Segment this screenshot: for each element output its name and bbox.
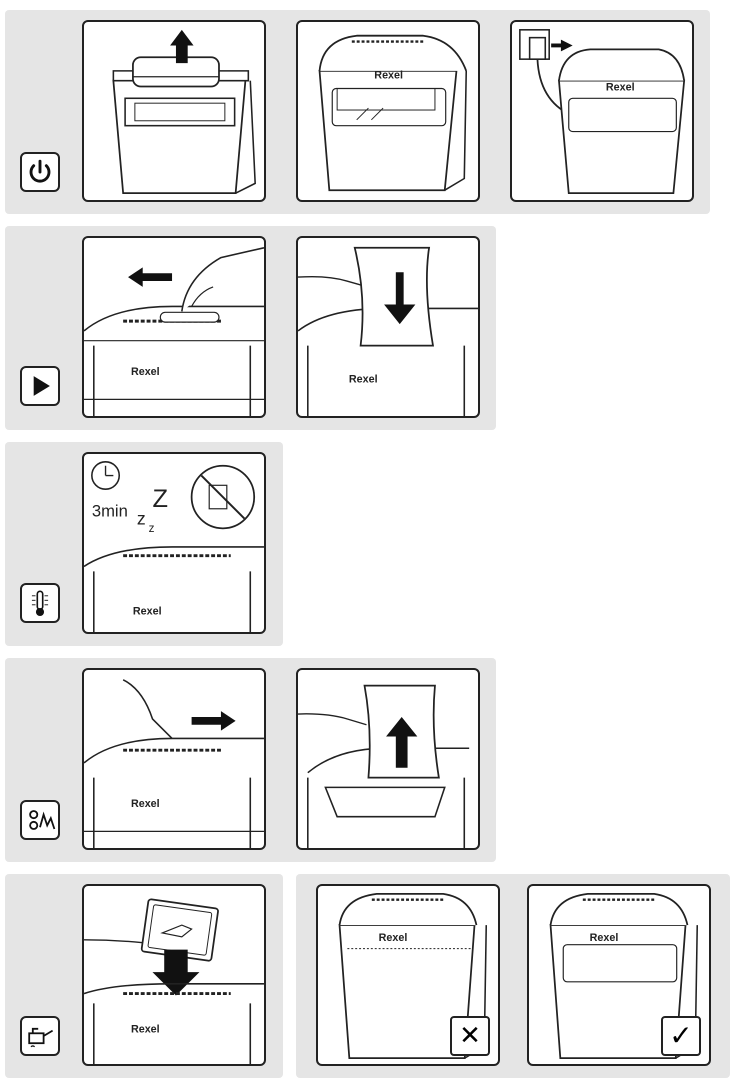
brand-label: Rexel: [374, 70, 403, 82]
panel-oil-sheet: Rexel: [82, 884, 266, 1066]
wrong-mark: ✕: [450, 1016, 490, 1056]
panel-remove-head: [82, 20, 266, 202]
reverse-icon: [20, 800, 60, 840]
power-icon: [20, 152, 60, 192]
brand-label: Rexel: [590, 932, 619, 944]
oil-can-icon: [20, 1016, 60, 1056]
thermometer-icon: [20, 583, 60, 623]
z-mid: z: [137, 508, 146, 528]
brand-label: Rexel: [349, 374, 378, 386]
panel-reverse-switch: Rexel: [82, 668, 266, 850]
brand-label: Rexel: [133, 605, 162, 617]
brand-label: Rexel: [606, 81, 635, 93]
panel-wrong-bin: Rexel ✕: [316, 884, 500, 1066]
cross-icon: ✕: [459, 1021, 481, 1051]
panel-remove-paper: [296, 668, 480, 850]
z-large: Z: [152, 485, 168, 513]
panel-sleep-mode: 3min Z z z Rexel: [82, 452, 266, 634]
brand-label: Rexel: [131, 1024, 160, 1036]
panel-shredder-assembled: Rexel: [296, 20, 480, 202]
brand-label: Rexel: [379, 932, 408, 944]
sleep-timer: 3min: [92, 502, 128, 521]
panel-insert-paper: Rexel: [296, 236, 480, 418]
panel-plug-in: Rexel: [510, 20, 694, 202]
brand-label: Rexel: [131, 798, 160, 810]
play-icon: [20, 366, 60, 406]
panel-slide-switch: Rexel: [82, 236, 266, 418]
check-icon: ✓: [669, 1019, 693, 1052]
right-mark: ✓: [661, 1016, 701, 1056]
brand-label: Rexel: [131, 366, 160, 378]
panel-right-bin: Rexel ✓: [527, 884, 711, 1066]
z-small: z: [149, 522, 155, 535]
